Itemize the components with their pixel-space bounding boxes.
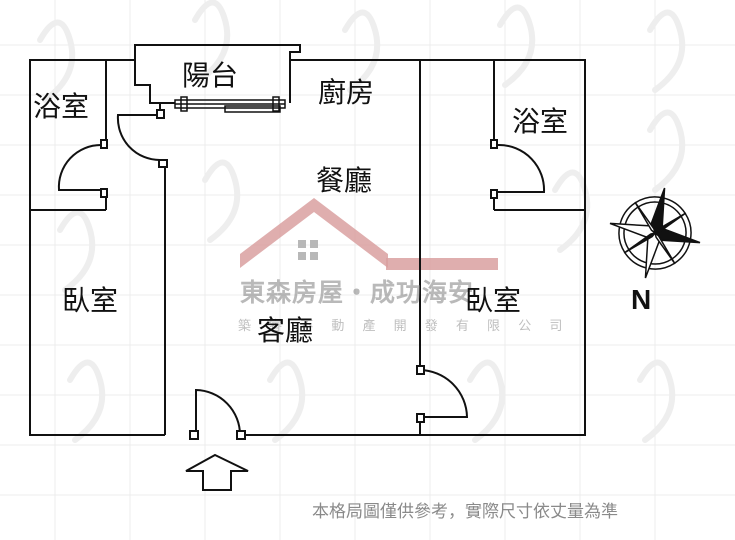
room-label-kitchen: 廚房 <box>318 76 375 109</box>
room-label-bath-right: 浴室 <box>512 105 569 138</box>
room-label-bedroom-left: 臥室 <box>62 284 119 317</box>
balcony-window <box>174 96 286 113</box>
outer-wall-right <box>242 59 586 436</box>
room-label-bedroom-right: 臥室 <box>465 284 522 317</box>
door-bath-left <box>57 143 106 191</box>
door-entrance <box>195 388 241 436</box>
door-kitchen-left <box>116 114 161 162</box>
up-arrow-icon <box>185 453 249 491</box>
walls <box>29 44 586 436</box>
compass-north-label: N <box>631 284 652 315</box>
balcony-inner <box>134 60 175 104</box>
balcony-wall <box>134 44 301 103</box>
room-label-balcony: 陽台 <box>182 59 239 92</box>
doors <box>57 109 546 440</box>
watermark-company: 東森房屋・成功海安 <box>240 278 475 307</box>
door-bedroom-right <box>419 369 469 418</box>
room-label-dining: 餐廳 <box>316 164 373 197</box>
room-label-living: 客廳 <box>257 314 314 347</box>
compass-rose-icon <box>609 187 701 279</box>
door-bath-right <box>494 143 546 193</box>
outer-wall <box>29 59 165 436</box>
watermark-subtitle: 築 睿 不 動 產 開 發 有 限 公 司 <box>238 319 570 334</box>
watermark-house-icon <box>240 198 498 270</box>
disclaimer-text: 本格局圖僅供參考，實際尺寸依丈量為準 <box>312 502 618 522</box>
room-label-bath-left: 浴室 <box>33 90 90 123</box>
